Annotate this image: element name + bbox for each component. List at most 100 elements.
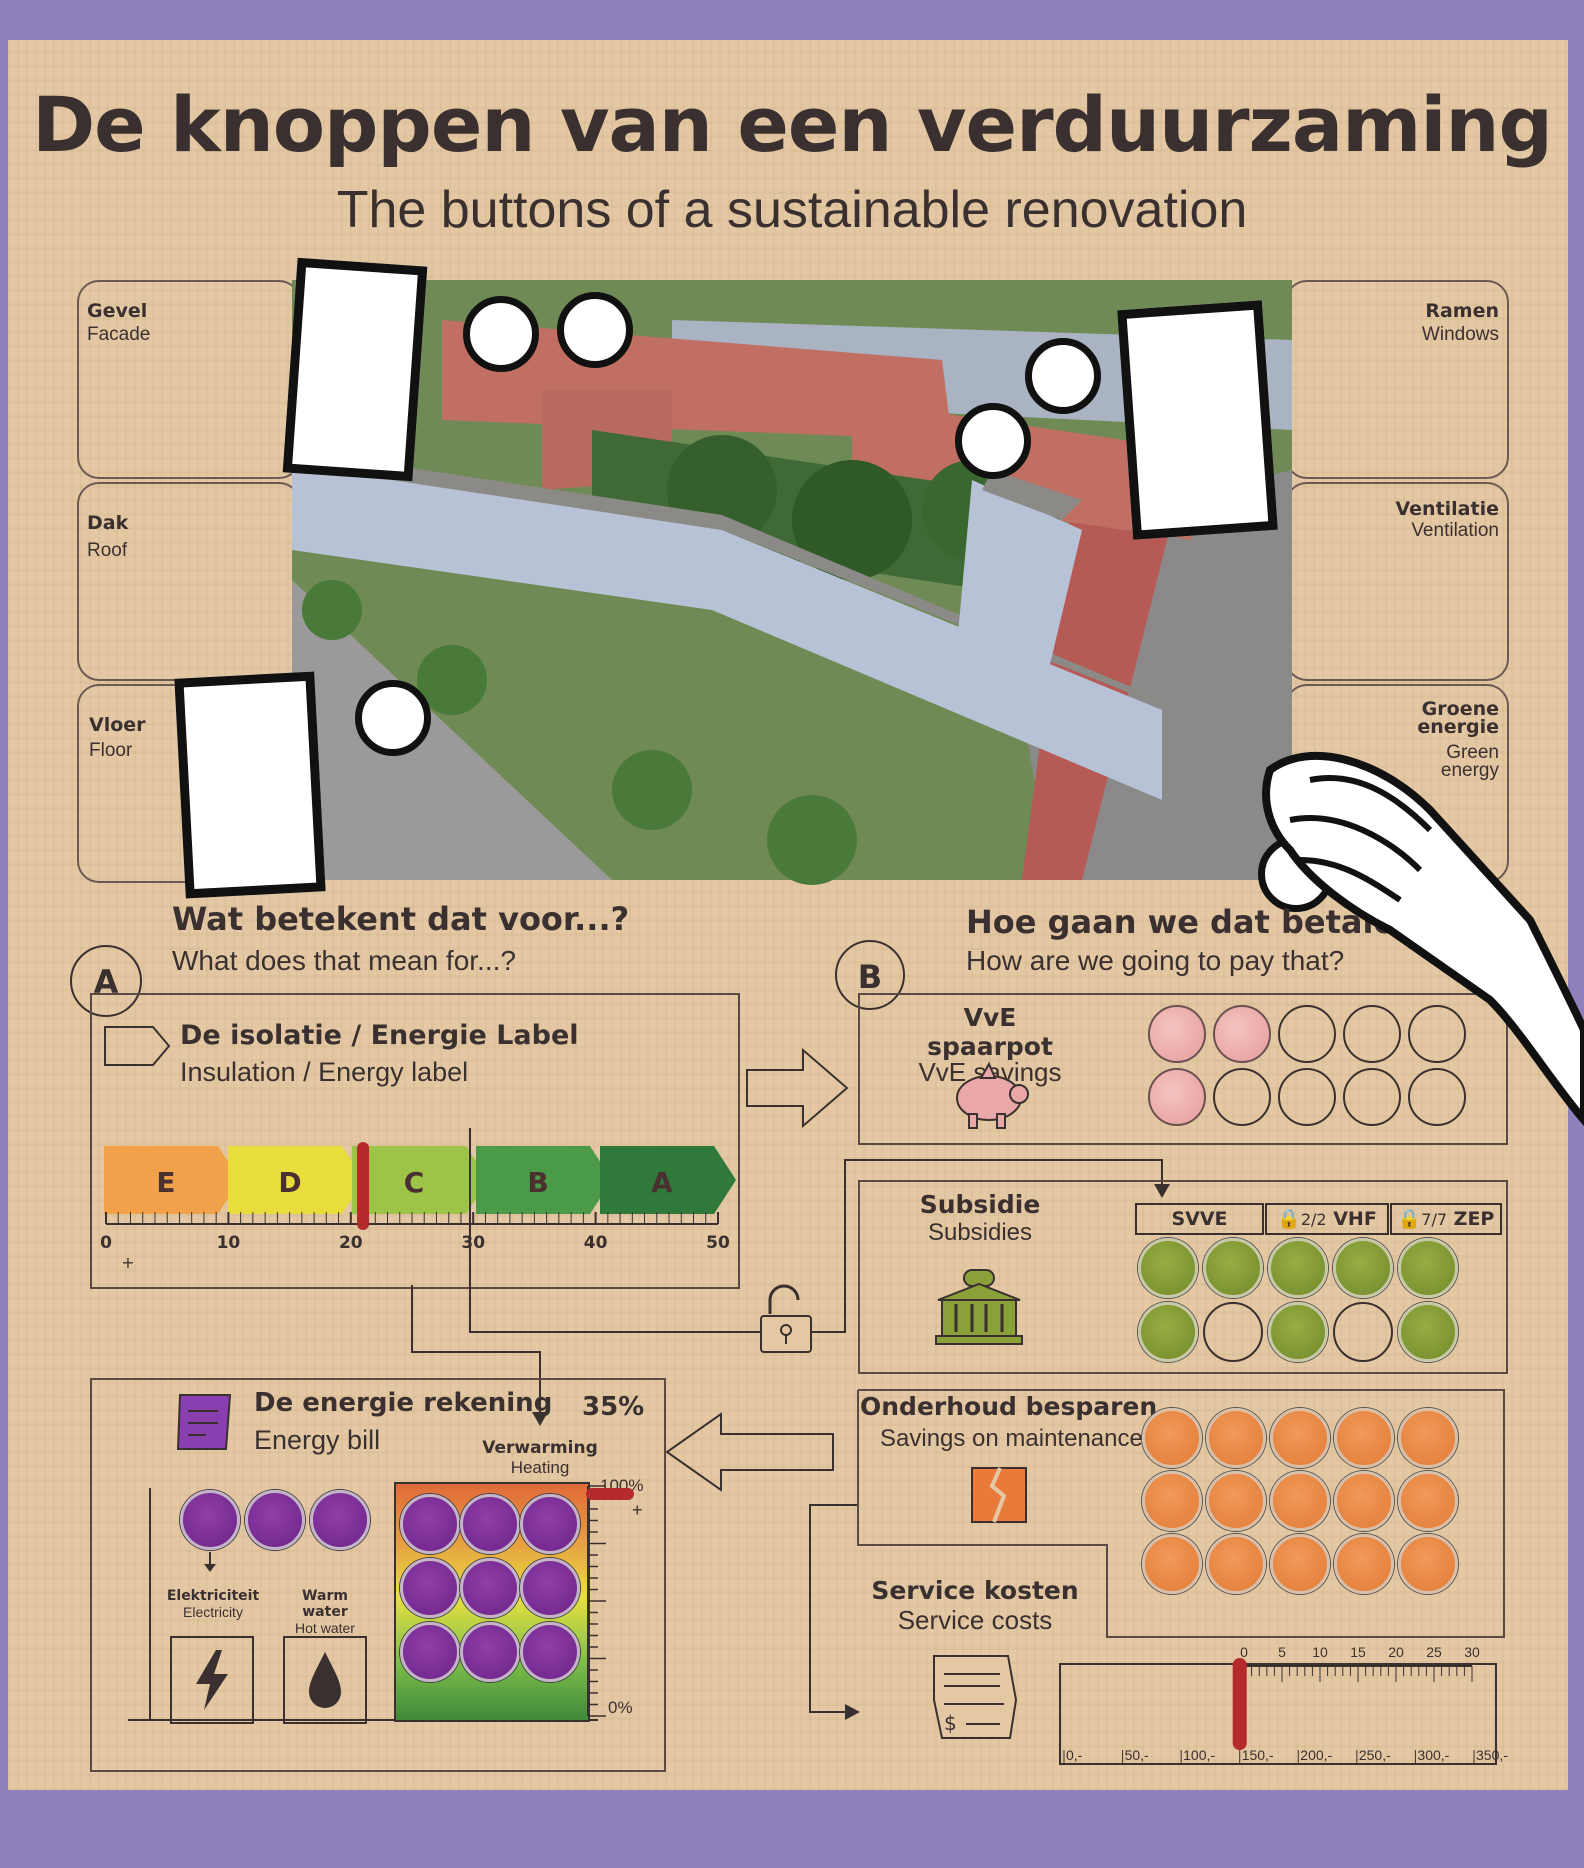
subsidy-header: SVVE [1135, 1203, 1264, 1235]
heating-coin[interactable] [520, 1622, 580, 1682]
broken-wall-icon [970, 1466, 1028, 1529]
subsidy-slot[interactable] [1398, 1238, 1458, 1298]
maintenance-slot[interactable] [1398, 1471, 1458, 1531]
savings-slot[interactable] [1213, 1068, 1271, 1126]
game-coin-4[interactable] [955, 403, 1031, 479]
maintenance-slot[interactable] [1334, 1471, 1394, 1531]
panel-green-energy-en: Green energy [1440, 742, 1499, 781]
energy-label-marker[interactable] [357, 1142, 370, 1230]
subsidy-slot[interactable] [1333, 1302, 1393, 1362]
savings-slot[interactable] [1148, 1005, 1206, 1063]
maintenance-slot[interactable] [1142, 1471, 1202, 1531]
subsidy-slot[interactable] [1398, 1302, 1458, 1362]
piggy-bank-icon [945, 1061, 1035, 1137]
savings-slot[interactable] [1148, 1068, 1206, 1126]
energy-label-text: C [404, 1166, 425, 1199]
heating-coin[interactable] [400, 1622, 460, 1682]
game-coin-3[interactable] [1025, 338, 1101, 414]
heating-coin[interactable] [460, 1558, 520, 1618]
lock-icon: 🔒 [1397, 1208, 1422, 1230]
maintenance-slot[interactable] [1270, 1534, 1330, 1594]
maintenance-slot[interactable] [1270, 1471, 1330, 1531]
maintenance-slot[interactable] [1334, 1534, 1394, 1594]
maintenance-slot[interactable] [1206, 1534, 1266, 1594]
game-card-2[interactable] [1117, 300, 1278, 540]
energy-scale-tick: 20 [339, 1233, 363, 1253]
heating-coin[interactable] [460, 1622, 520, 1682]
heating-coin[interactable] [520, 1558, 580, 1618]
gauge-plus: + [632, 1500, 643, 1520]
panel-ventilation[interactable]: Ventilatie Ventilation [1285, 482, 1509, 681]
heating-title: Verwarming [482, 1438, 598, 1458]
service-top-tick: 20 [1388, 1644, 1404, 1660]
energy-label-E [104, 1146, 240, 1214]
heating-coin[interactable] [460, 1494, 520, 1554]
panel-green-energy[interactable]: Groene energie Green energy [1285, 684, 1509, 883]
energy-bill-title: De energie rekening [254, 1388, 553, 1418]
heating-coin[interactable] [400, 1494, 460, 1554]
section-b-subtitle: How are we going to pay that? [966, 945, 1345, 976]
gauge-marker[interactable] [586, 1488, 634, 1500]
subsidy-header: 🔒2/2 VHF [1265, 1203, 1389, 1235]
heating-coin[interactable] [520, 1494, 580, 1554]
service-cost-marker[interactable] [1232, 1658, 1247, 1750]
savings-slot[interactable] [1408, 1068, 1466, 1126]
savings-title: VvE spaarpot [927, 1003, 1053, 1061]
energy-label-text: B [527, 1166, 548, 1199]
service-bottom-tick: 350,- [1476, 1747, 1508, 1763]
energy-label-D [228, 1146, 364, 1214]
maintenance-slot[interactable] [1206, 1471, 1266, 1531]
insulation-title: De isolatie / Energie Label [180, 1020, 579, 1051]
maintenance-slot[interactable] [1398, 1408, 1458, 1468]
savings-slot[interactable] [1278, 1005, 1336, 1063]
page-subtitle: The buttons of a sustainable renovation [336, 181, 1248, 239]
section-a-subtitle: What does that mean for...? [172, 945, 516, 976]
bill-coin[interactable] [180, 1490, 240, 1550]
game-coin-1[interactable] [463, 296, 539, 372]
panel-floor-en: Floor [89, 740, 133, 761]
savings-slot[interactable] [1343, 1068, 1401, 1126]
bill-coin[interactable] [310, 1490, 370, 1550]
subsidy-slot[interactable] [1268, 1302, 1328, 1362]
savings-slot[interactable] [1213, 1005, 1271, 1063]
savings-slot[interactable] [1343, 1005, 1401, 1063]
panel-windows[interactable]: Ramen Windows [1285, 280, 1509, 479]
energy-label-C [352, 1146, 488, 1214]
game-coin-2[interactable] [557, 292, 633, 368]
maintenance-slot[interactable] [1398, 1534, 1458, 1594]
heating-subtitle: Heating [510, 1458, 570, 1477]
savings-slot[interactable] [1278, 1068, 1336, 1126]
bill-coin[interactable] [245, 1490, 305, 1550]
game-card-1[interactable] [282, 257, 428, 482]
subsidy-count: 2/2 [1300, 1210, 1327, 1229]
subsidy-slot[interactable] [1268, 1238, 1328, 1298]
service-bottom-tick: 0,- [1066, 1747, 1083, 1763]
energy-label-text: E [156, 1166, 175, 1199]
maintenance-slot[interactable] [1270, 1408, 1330, 1468]
panel-roof[interactable]: Dak Roof [77, 482, 301, 681]
maintenance-slot[interactable] [1142, 1408, 1202, 1468]
maintenance-slot[interactable] [1142, 1534, 1202, 1594]
panel-facade[interactable]: Gevel Facade [77, 280, 301, 479]
section-b-marker: B [835, 940, 905, 1010]
game-coin-5[interactable] [355, 680, 431, 756]
subsidy-slot[interactable] [1333, 1238, 1393, 1298]
panel-floor-nl: Vloer [89, 714, 146, 736]
lightning-icon [170, 1636, 254, 1724]
arrow-right [745, 1047, 850, 1133]
section-a-title: Wat betekent dat voor...? [172, 900, 630, 938]
panel-facade-nl: Gevel [87, 300, 148, 322]
game-card-3[interactable] [174, 671, 326, 899]
subsidy-slot[interactable] [1138, 1238, 1198, 1298]
subsidy-slot[interactable] [1203, 1302, 1263, 1362]
maintenance-slot[interactable] [1334, 1408, 1394, 1468]
energy-scale-tick: 30 [461, 1233, 485, 1253]
maintenance-slot[interactable] [1206, 1408, 1266, 1468]
subsidy-slot[interactable] [1138, 1302, 1198, 1362]
label-tag-icon [103, 1025, 171, 1072]
lock-icon: 🔒 [1277, 1208, 1301, 1230]
service-top-tick: 25 [1426, 1644, 1442, 1660]
heating-coin[interactable] [400, 1558, 460, 1618]
savings-slot[interactable] [1408, 1005, 1466, 1063]
subsidy-slot[interactable] [1203, 1238, 1263, 1298]
